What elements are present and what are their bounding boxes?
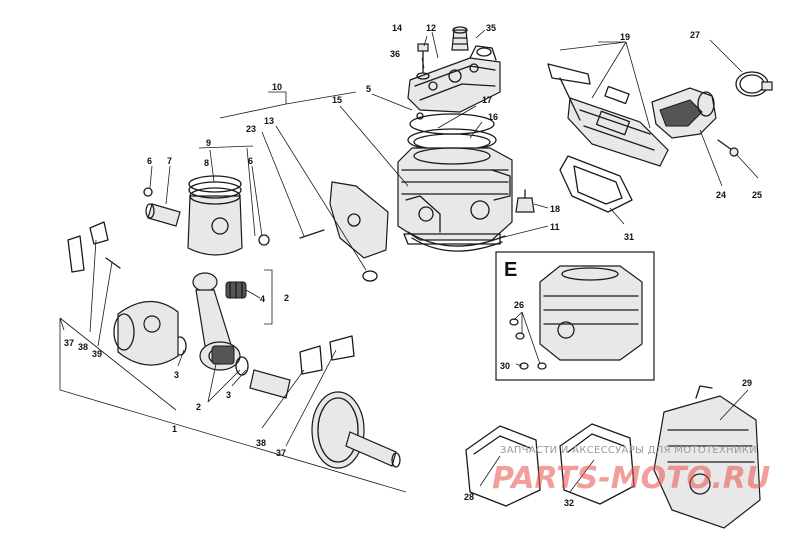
hose-clamp [735, 71, 773, 97]
callout-label: 32 [564, 498, 574, 508]
callout-label: 9 [206, 138, 211, 148]
callout-label: 38 [78, 342, 88, 352]
callout-labels: 1 2 2 3 3 4 5 6 6 7 8 9 10 11 12 13 14 1… [64, 23, 762, 508]
callout-label: 12 [426, 23, 436, 33]
spark-plug-fitting [451, 26, 469, 51]
gasket-kit-32 [559, 423, 635, 505]
callout-label: 13 [264, 116, 274, 126]
callout-label: 10 [272, 82, 282, 92]
cylinder-block [397, 147, 513, 245]
callout-label: 3 [226, 390, 231, 400]
callout-label: 14 [392, 23, 402, 33]
side-cover-bracket [299, 181, 389, 282]
callout-label: 31 [624, 232, 634, 242]
reed-petal-stop [547, 63, 591, 121]
inset-letter: E [504, 259, 517, 281]
callout-label: 29 [742, 378, 752, 388]
callout-label: 39 [92, 349, 102, 359]
callout-label: 7 [167, 156, 172, 166]
inset-panel-e [495, 251, 655, 381]
callout-label: 23 [246, 124, 256, 134]
callout-label: 26 [514, 300, 524, 310]
callout-label: 37 [276, 448, 286, 458]
exhaust-stud-nut [515, 189, 535, 213]
intake-manifold [651, 87, 717, 139]
callout-label: 25 [752, 190, 762, 200]
callout-label: 30 [500, 361, 510, 371]
watermark-caption: ЗАПЧАСТИ И АКСЕССУАРЫ ДЛЯ МОТОТЕХНИКИ [500, 445, 757, 456]
manifold-screw [717, 139, 739, 157]
head-gasket-rings [407, 112, 497, 152]
watermark: ЗАПЧАСТИ И АКСЕССУАРЫ ДЛЯ МОТОТЕХНИКИ PA… [492, 445, 770, 496]
callout-label: 2 [284, 293, 289, 303]
pin-clip [143, 187, 270, 246]
callout-label: 11 [550, 222, 560, 232]
callout-label: 17 [482, 95, 492, 105]
callout-label: 28 [464, 492, 474, 502]
big-end-bearing [211, 345, 235, 365]
callout-label: 2 [196, 402, 201, 412]
callout-label: 6 [248, 156, 253, 166]
callout-label: 27 [690, 30, 700, 40]
callout-label: 6 [147, 156, 152, 166]
reed-valve-block [567, 85, 669, 167]
callout-label: 1 [172, 424, 177, 434]
small-end-bearing [225, 281, 247, 299]
callout-label: 15 [332, 95, 342, 105]
callout-label: 24 [716, 190, 726, 200]
callout-label: 16 [488, 112, 498, 122]
complete-engine-29 [653, 385, 761, 529]
callout-label: 8 [204, 158, 209, 168]
callout-label: 5 [366, 84, 371, 94]
gasket-kit-28 [465, 425, 541, 507]
cylinder-head [407, 45, 501, 113]
crank-flywheel-left [113, 300, 179, 366]
callout-label: 18 [550, 204, 560, 214]
crank-cover-plates [67, 221, 355, 375]
piston-pin [145, 203, 181, 227]
callout-label: 4 [260, 294, 265, 304]
callout-label: 3 [174, 370, 179, 380]
leader-lines [59, 29, 759, 493]
crank-flywheel-right [311, 391, 401, 469]
base-gasket [407, 231, 506, 252]
callout-label: 19 [620, 32, 630, 42]
piston [187, 175, 243, 256]
callout-label: 38 [256, 438, 266, 448]
reed-gasket [559, 155, 633, 213]
watermark-brand: PARTS-MOTO.RU [492, 461, 770, 496]
callout-label: 37 [64, 338, 74, 348]
crank-pin [249, 369, 291, 399]
callout-label: 36 [390, 49, 400, 59]
callout-label: 35 [486, 23, 496, 33]
